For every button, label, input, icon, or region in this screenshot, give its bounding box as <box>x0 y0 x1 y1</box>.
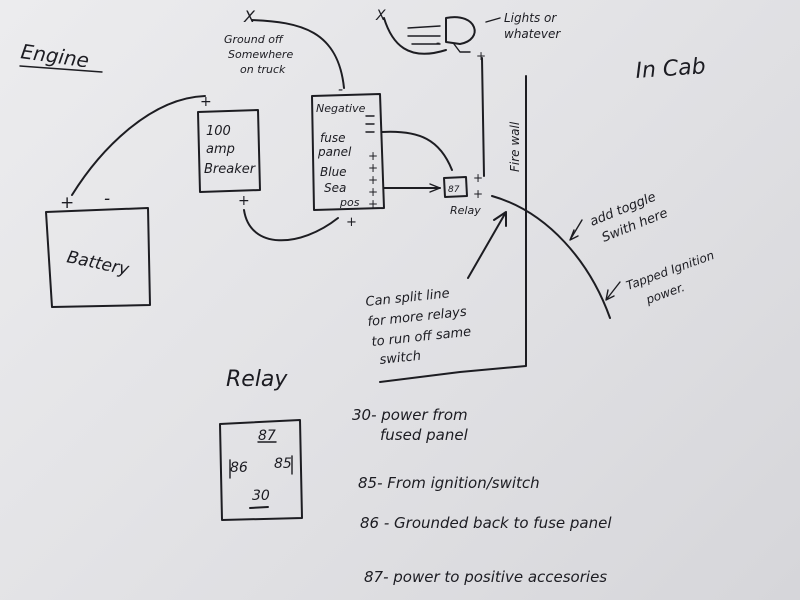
split-arrow <box>467 211 507 279</box>
firewall-line <box>379 75 527 383</box>
light-mount <box>453 43 471 53</box>
fuse-panel-box <box>311 93 385 211</box>
split-note-3: to run off same <box>371 325 472 350</box>
engine-heading: Engine <box>19 39 90 72</box>
pinout-30-bar <box>249 506 269 509</box>
relay-box <box>443 176 468 198</box>
wire-lights-ground <box>383 17 447 55</box>
fuse-panel-pos: pos <box>339 196 360 209</box>
fuse-panel-label-1: fuse <box>320 131 345 145</box>
legend-30-line2: fused panel <box>380 426 469 444</box>
firewall-label: Fire wall <box>508 121 522 172</box>
pinout-87: 87 <box>258 428 276 444</box>
engine-underline <box>19 65 103 73</box>
toggle-arrow <box>569 219 583 241</box>
fuse-panel-plus-1: + <box>368 149 378 163</box>
breaker-box <box>197 109 261 193</box>
legend-30-line1: 30- power from <box>352 406 468 424</box>
fuse-panel-plus-2: + <box>368 161 378 175</box>
light-minus: - <box>436 36 440 49</box>
fuse-panel-plus-4: + <box>368 185 378 199</box>
relay-pinout-heading: Relay <box>226 367 288 392</box>
split-note-1: Can split line <box>365 286 450 310</box>
legend-85: 85- From ignition/switch <box>358 474 540 492</box>
wire-breaker-to-fuse-panel <box>243 209 339 242</box>
legend-86: 86 - Grounded back to fuse panel <box>360 514 612 532</box>
lights-plus: + <box>476 49 486 63</box>
relay-tag-label: Relay <box>450 204 481 217</box>
lights-note-2: whatever <box>504 27 561 41</box>
lights-x-mark: X <box>375 8 386 24</box>
battery-label: Battery <box>65 247 132 280</box>
pinout-30: 30 <box>252 488 270 504</box>
fuse-panel-plus-5: + <box>368 197 378 211</box>
in-cab-heading: In Cab <box>635 54 707 84</box>
split-note-4: switch <box>379 349 422 368</box>
breaker-label-2: amp <box>206 142 235 157</box>
pinout-86: 86 <box>230 460 248 476</box>
breaker-plus-bottom: + <box>238 193 250 209</box>
lights-note-pointer <box>485 17 501 23</box>
ground-note-3: on truck <box>240 63 286 76</box>
pinout-85: 85 <box>274 456 292 472</box>
battery-plus: + <box>60 193 74 213</box>
ground-x-mark: X <box>243 7 256 26</box>
fuse-panel-sea: Sea <box>324 181 346 195</box>
relay-pinout-box <box>219 419 303 521</box>
wire-ground <box>251 19 345 89</box>
battery-box <box>45 207 151 308</box>
wire-battery-to-breaker <box>71 95 206 196</box>
legend-87: 87- power to positive accesories <box>364 568 607 586</box>
fuse-panel-negative-terminals <box>365 115 375 133</box>
ground-note-2: Somewhere <box>228 48 293 61</box>
wire-fuse-panel-to-relay-ground <box>381 130 453 171</box>
breaker-label-1: 100 <box>206 124 231 139</box>
relay-pin-mark: 87 <box>448 185 460 195</box>
arrow-into-relay <box>429 183 441 193</box>
fuse-panel-minus-top: - <box>338 82 343 98</box>
lights-note-1: Lights or <box>504 11 557 25</box>
battery-minus: - <box>104 189 110 209</box>
relay-plus-2: + <box>473 187 483 201</box>
light-beam <box>407 25 441 45</box>
fuse-panel-negative: Negative <box>316 102 366 115</box>
fuse-panel-plus-3: + <box>368 173 378 187</box>
fuse-panel-plus-bottom: + <box>346 215 357 230</box>
ignition-arrow <box>605 281 621 301</box>
fuse-panel-label-2: panel <box>317 145 352 159</box>
light-lamp <box>445 16 476 45</box>
breaker-plus-top: + <box>200 94 212 110</box>
ground-note-1: Ground off <box>224 33 284 46</box>
wire-relay-to-lights <box>481 57 485 177</box>
wire-ignition-to-relay <box>491 195 611 319</box>
relay-plus-1: + <box>473 171 483 185</box>
fuse-panel-blue: Blue <box>320 165 347 179</box>
breaker-label-3: Breaker <box>204 162 257 177</box>
